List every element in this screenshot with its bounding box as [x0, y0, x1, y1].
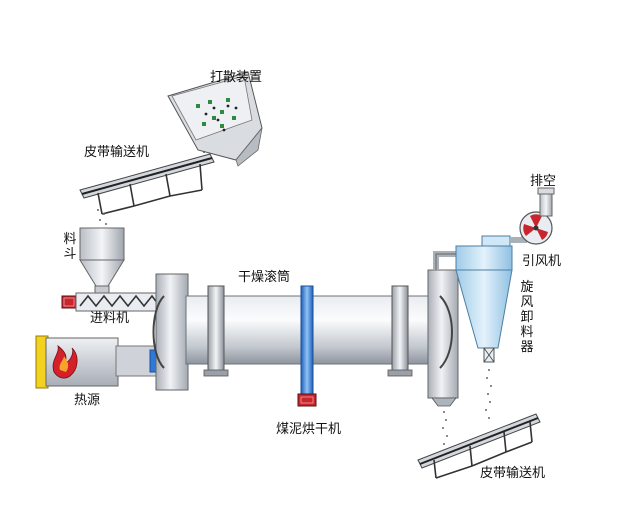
- label-belt-conveyor-bottom: 皮带输送机: [480, 466, 546, 481]
- label-fan: 引风机: [522, 254, 562, 269]
- label-feeder: 进料机: [90, 311, 130, 326]
- label-product-name: 煤泥烘干机: [276, 422, 342, 437]
- label-heat-source: 热源: [74, 393, 101, 408]
- label-exhaust: 排空: [530, 174, 557, 189]
- label-cyclone: 旋风卸料器: [520, 280, 534, 355]
- belt-conveyor-bottom: [417, 411, 541, 479]
- induced-draft-fan: [510, 187, 555, 245]
- cyclone-separator: [455, 235, 513, 419]
- label-belt-conveyor-top: 皮带输送机: [84, 145, 150, 160]
- belt-conveyor-top: [79, 153, 215, 225]
- drying-drum: [152, 251, 459, 407]
- hopper: [79, 227, 125, 297]
- label-drum: 干燥滚筒: [238, 270, 291, 285]
- drum-drive: [297, 285, 317, 407]
- screw-feeder: [61, 292, 161, 312]
- flame-icon: [52, 345, 78, 379]
- label-hopper: 料斗: [63, 232, 77, 262]
- label-scatter-device: 打散装置: [210, 70, 263, 85]
- scatter-device: [167, 71, 263, 167]
- fan-icon: [523, 214, 548, 240]
- heat-source: [35, 335, 161, 389]
